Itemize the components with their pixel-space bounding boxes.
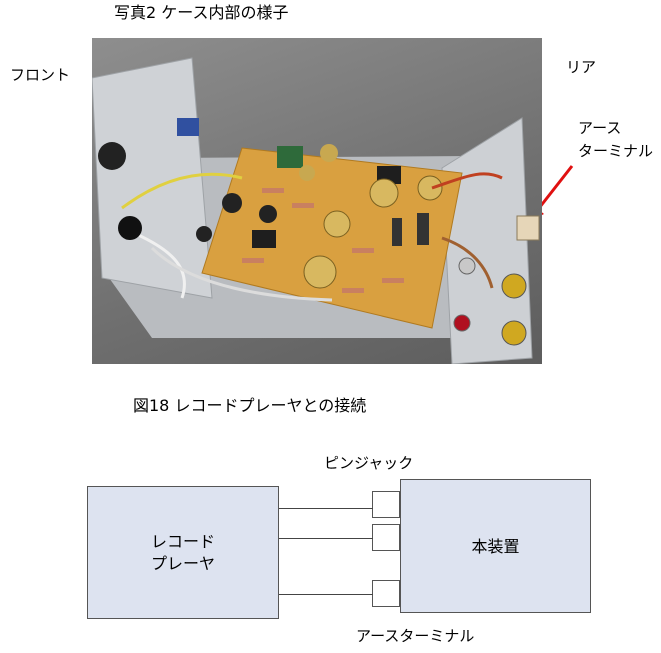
wire-left-channel [279,508,373,509]
pin-jack-lower [372,524,400,551]
front-label: フロント [10,66,71,84]
rear-label: リア [566,58,597,76]
main-unit-box: 本装置 [400,479,591,613]
photo-illustration [92,57,540,364]
pin-jack-label: ピンジャック [324,454,414,472]
pin-jack-upper [372,491,400,518]
photo-caption: 写真2 ケース内部の様子 [114,3,289,22]
main-unit-label: 本装置 [471,537,520,556]
earth-terminal-label: アース ターミナル [578,117,653,163]
earth-terminal-jack [372,580,400,607]
wire-earth [279,594,373,595]
record-player-label-line2: プレーヤ [150,554,215,573]
earth-terminal-caption: アースターミナル [356,627,475,645]
record-player-box: レコード プレーヤ [87,486,279,619]
wire-right-channel [279,538,373,539]
case-interior-photo [92,38,542,364]
record-player-label-line1: レコード [150,532,215,551]
figure-caption: 図18 レコードプレーヤとの接続 [133,396,367,415]
record-player-label: レコード プレーヤ [88,531,278,575]
earth-label-line2: ターミナル [578,142,654,160]
earth-label-line1: アース [578,119,622,137]
